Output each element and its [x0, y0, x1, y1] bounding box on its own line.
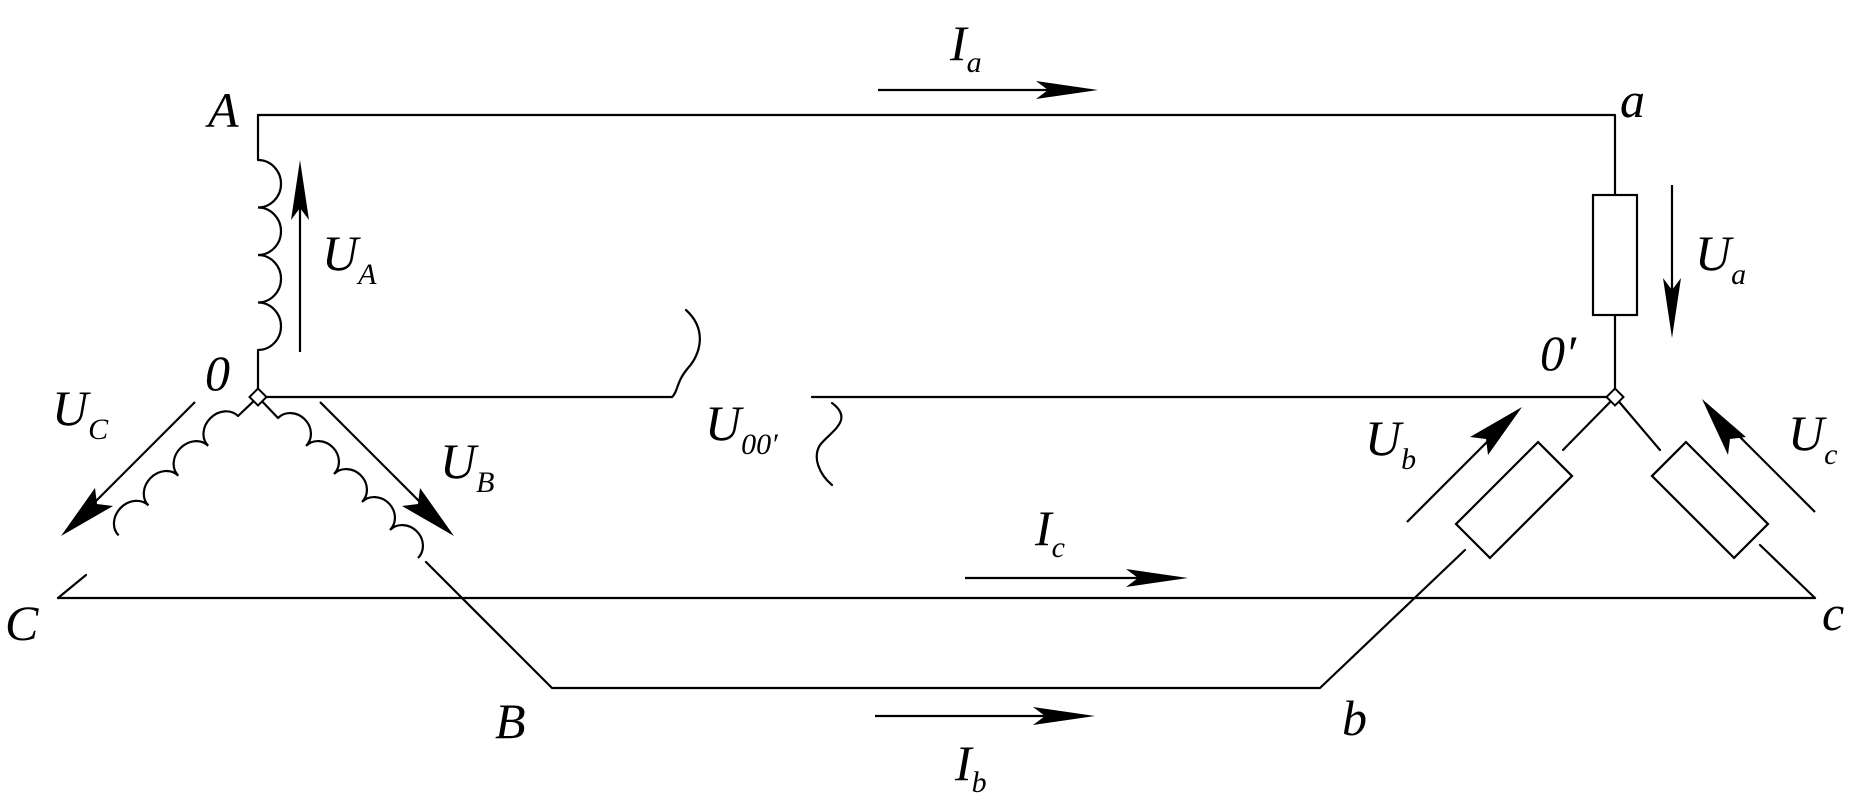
current-label-ic: Ic — [1034, 500, 1065, 564]
current-arrow-a — [878, 81, 1098, 99]
source-neutral-junction — [248, 387, 268, 407]
source-coil-a — [257, 158, 283, 352]
voltage-label-ub-load: Ub — [1365, 410, 1416, 476]
voltage-label-ub: UB — [440, 433, 494, 499]
voltage-label-ua: UA — [322, 225, 377, 291]
node-label-source-neutral: 0 — [205, 345, 230, 401]
node-label-a: a — [1620, 72, 1645, 128]
wire-load-b-top — [1561, 395, 1617, 452]
node-label-c: c — [1822, 585, 1844, 641]
node-label-C: C — [5, 595, 39, 651]
current-label-ia: Ia — [949, 15, 982, 79]
current-label-ib: Ib — [954, 735, 987, 799]
voltage-arrow-ua-load — [1663, 185, 1681, 338]
node-label-b: b — [1342, 690, 1367, 746]
wire-phase-a — [256, 113, 1617, 197]
node-label-load-neutral: 0′ — [1540, 325, 1577, 381]
voltage-arrow-ub — [319, 401, 454, 536]
voltage-label-u00: U00′ — [705, 395, 778, 461]
source-coil-b — [277, 411, 425, 559]
node-label-B: B — [495, 693, 526, 749]
break-mark-right — [815, 401, 843, 487]
voltage-arrow-ub-load — [1406, 407, 1522, 523]
load-resistor-a — [1591, 193, 1639, 317]
load-neutral-junction — [1605, 387, 1625, 407]
load-resistor-b — [1454, 440, 1574, 560]
current-arrow-c — [965, 569, 1188, 587]
voltage-arrow-ua — [291, 160, 309, 352]
voltage-label-uc-load: Uc — [1788, 405, 1837, 471]
voltage-label-uc: UC — [52, 380, 109, 446]
wire-phase-b — [424, 548, 1467, 690]
break-mark-left — [670, 308, 701, 399]
load-resistor-c — [1650, 440, 1770, 560]
voltage-label-ua-load: Ua — [1695, 225, 1746, 291]
current-arrow-b — [875, 707, 1095, 725]
wire-load-c-top — [1613, 395, 1662, 452]
source-coil-c — [112, 410, 239, 537]
wire-source-c-lead — [56, 573, 88, 600]
voltage-arrow-uc — [61, 401, 196, 536]
node-label-A: A — [205, 82, 239, 138]
wire-load-c-lead — [1758, 543, 1817, 600]
voltage-arrow-uc-load — [1702, 399, 1816, 513]
